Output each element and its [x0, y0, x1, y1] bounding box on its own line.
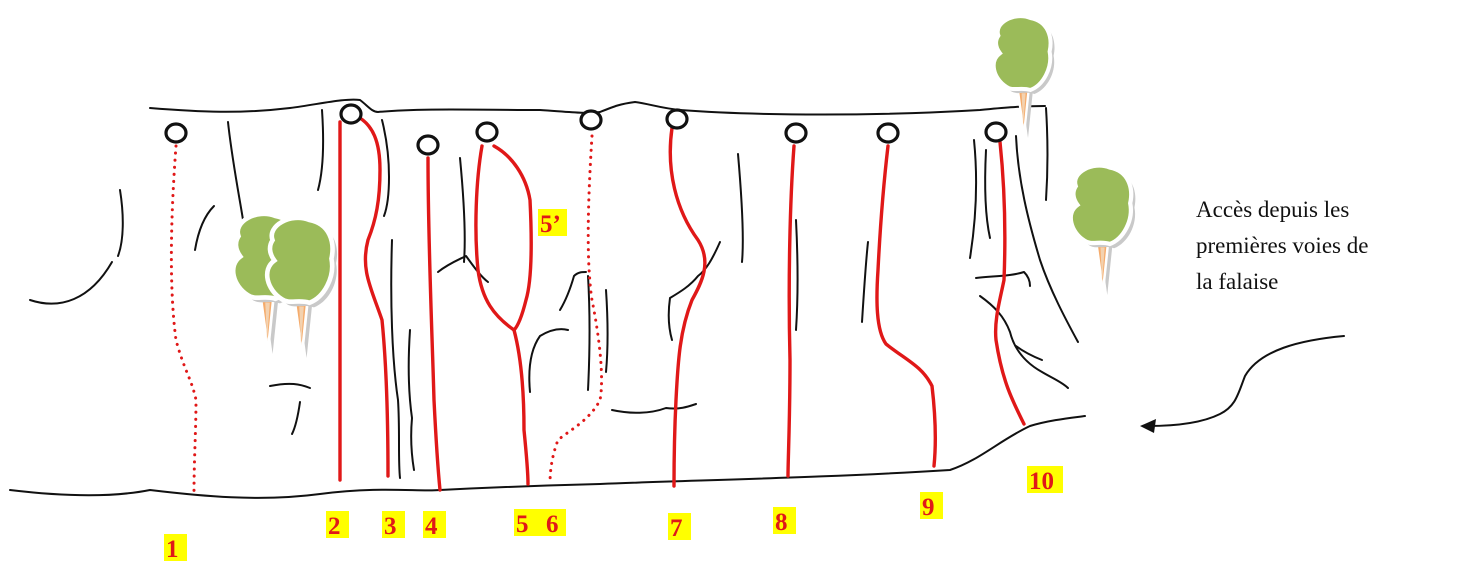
routes: [169, 116, 1026, 494]
route-label-3: 3: [384, 513, 397, 540]
anchor-icon: [475, 121, 499, 143]
access-note: Accès depuis les premières voies de la f…: [1196, 192, 1456, 300]
access-note-line: Accès depuis les: [1196, 197, 1350, 222]
arrow-icon: [1140, 335, 1345, 433]
route-label-4: 4: [425, 513, 438, 540]
anchor-icon: [164, 122, 188, 144]
route-label-2: 2: [328, 513, 341, 540]
route-5prime-line: [492, 144, 533, 332]
tree-icon: [994, 16, 1055, 138]
route-label-6: 6: [546, 511, 559, 538]
access-note-line: premières voies de: [1196, 233, 1369, 258]
route-label-9: 9: [922, 494, 935, 521]
anchor-icon: [876, 122, 900, 144]
anchor-icon: [665, 108, 689, 130]
route-10-line: [993, 140, 1026, 426]
route-labels: 1 2 3 4 5 6 5’ 7 8 9 10: [164, 209, 1063, 561]
anchor-icon: [416, 134, 440, 156]
anchors: [164, 103, 1008, 156]
cliff-outline: [9, 98, 1086, 499]
route-6-line: [548, 134, 604, 486]
route-8-line: [786, 144, 796, 478]
route-7-line: [668, 126, 707, 488]
route-9-line: [875, 144, 938, 468]
route-1-line: [169, 144, 198, 494]
route-label-5prime: 5’: [540, 211, 561, 238]
anchor-icon: [784, 122, 808, 144]
route-3-line: [358, 116, 390, 478]
tree-icon: [267, 218, 337, 358]
route-label-1: 1: [166, 536, 179, 561]
cliff-top-edge: [149, 98, 1046, 116]
route-label-8: 8: [775, 509, 788, 536]
route-label-5: 5: [516, 511, 529, 538]
anchor-icon: [339, 103, 363, 125]
cliff-base-edge: [9, 415, 1086, 499]
route-label-7: 7: [670, 515, 683, 542]
access-note-line: la falaise: [1196, 269, 1279, 294]
route-label-10: 10: [1029, 468, 1054, 495]
anchor-icon: [579, 109, 603, 131]
route-4-line: [426, 156, 442, 492]
anchor-icon: [984, 121, 1008, 143]
tree-icon: [1071, 166, 1136, 295]
